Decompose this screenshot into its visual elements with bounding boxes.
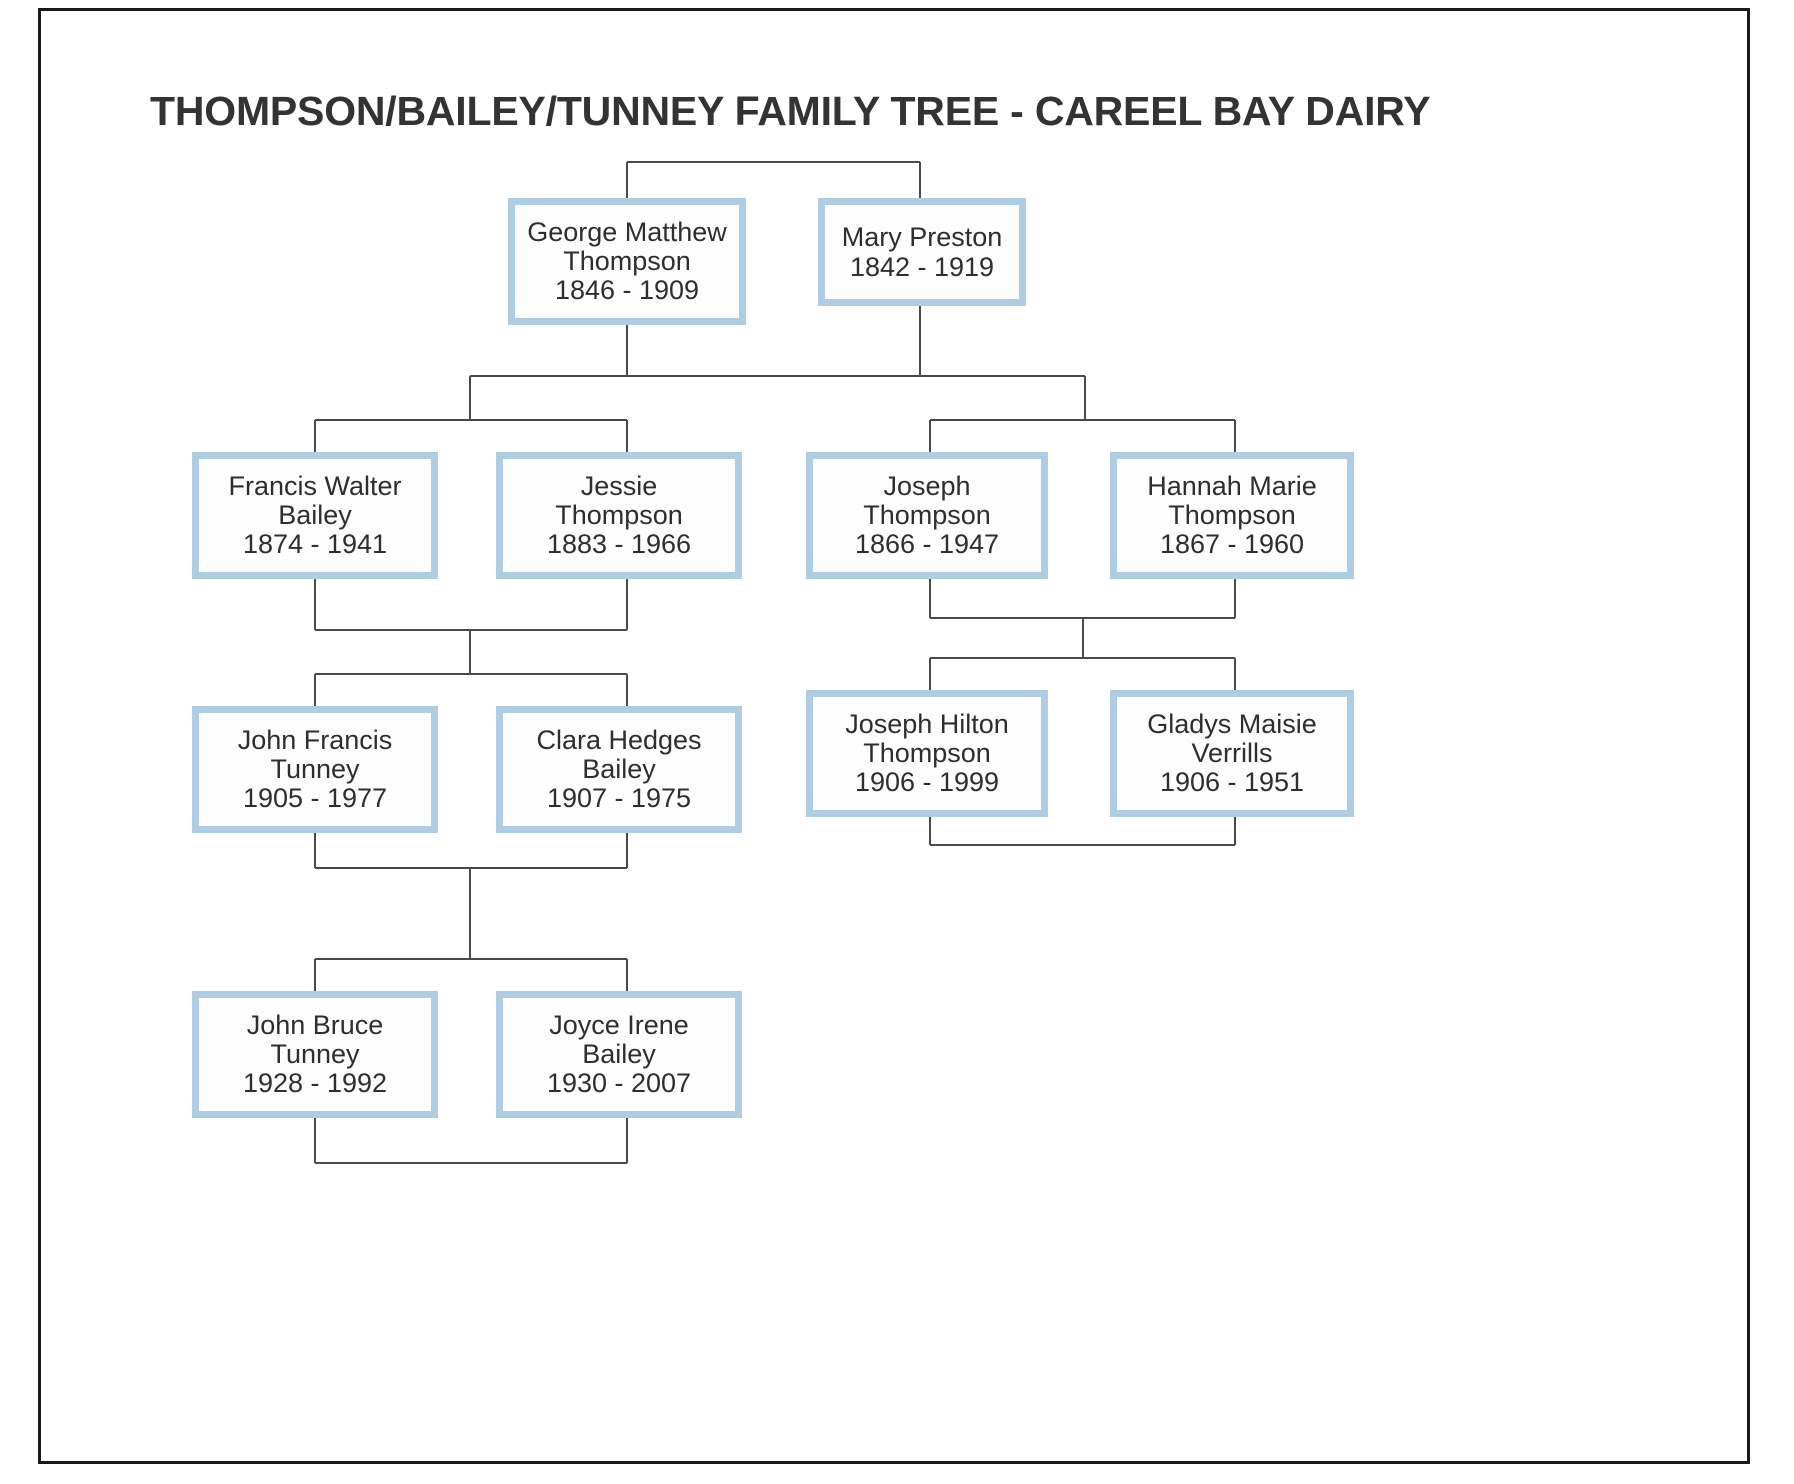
- person-dates: 1930 - 2007: [546, 1068, 692, 1099]
- person-dates: 1906 - 1999: [854, 767, 1000, 798]
- person-dates: 1846 - 1909: [554, 275, 700, 306]
- person-node-jessie-thompson[interactable]: Jessie Thompson 1883 - 1966: [496, 452, 742, 579]
- person-name-line: John Bruce: [246, 1010, 384, 1041]
- person-name-line: Jessie: [580, 471, 658, 502]
- person-name-line: Thompson: [863, 499, 991, 530]
- person-dates: 1905 - 1977: [242, 783, 388, 814]
- page-title: THOMPSON/BAILEY/TUNNEY FAMILY TREE - CAR…: [150, 88, 1431, 134]
- person-name-line: Tunney: [270, 753, 360, 784]
- person-name-line: Thompson: [563, 245, 691, 276]
- person-node-francis-walter-bailey[interactable]: Francis Walter Bailey 1874 - 1941: [192, 452, 438, 579]
- person-dates: 1842 - 1919: [849, 251, 995, 282]
- person-node-joseph-thompson[interactable]: Joseph Thompson 1866 - 1947: [806, 452, 1048, 579]
- person-node-joseph-hilton-thompson[interactable]: Joseph Hilton Thompson 1906 - 1999: [806, 690, 1048, 817]
- person-name-line: Thompson: [863, 737, 991, 768]
- person-name-line: Thompson: [555, 499, 683, 530]
- person-dates: 1883 - 1966: [546, 529, 692, 560]
- person-name-line: Verrills: [1191, 737, 1273, 768]
- person-name-line: Clara Hedges: [536, 725, 702, 756]
- person-name-line: Hannah Marie: [1147, 471, 1317, 502]
- person-node-john-bruce-tunney[interactable]: John Bruce Tunney 1928 - 1992: [192, 991, 438, 1118]
- person-dates: 1867 - 1960: [1159, 529, 1305, 560]
- person-dates: 1906 - 1951: [1159, 767, 1305, 798]
- person-node-gladys-maisie-verrills[interactable]: Gladys Maisie Verrills 1906 - 1951: [1110, 690, 1354, 817]
- person-name-line: Thompson: [1168, 499, 1296, 530]
- person-node-george-matthew-thompson[interactable]: George Matthew Thompson 1846 - 1909: [508, 198, 746, 325]
- person-name-line: Bailey: [582, 753, 656, 784]
- person-name-line: Gladys Maisie: [1147, 709, 1317, 740]
- person-node-joyce-irene-bailey[interactable]: Joyce Irene Bailey 1930 - 2007: [496, 991, 742, 1118]
- person-name-line: Joyce Irene: [549, 1010, 689, 1041]
- person-node-mary-preston[interactable]: Mary Preston 1842 - 1919: [818, 198, 1026, 306]
- person-dates: 1874 - 1941: [242, 529, 388, 560]
- person-name-line: Joseph Hilton: [845, 709, 1009, 740]
- person-dates: 1866 - 1947: [854, 529, 1000, 560]
- person-name-line: George Matthew: [527, 217, 727, 248]
- person-name-line: Francis Walter: [228, 471, 402, 502]
- person-name-line: Bailey: [582, 1038, 656, 1069]
- person-node-hannah-marie-thompson[interactable]: Hannah Marie Thompson 1867 - 1960: [1110, 452, 1354, 579]
- person-name-line: John Francis: [237, 725, 393, 756]
- person-name-line: Joseph: [883, 471, 971, 502]
- person-node-clara-hedges-bailey[interactable]: Clara Hedges Bailey 1907 - 1975: [496, 706, 742, 833]
- person-name-line: Mary Preston: [841, 221, 1003, 252]
- person-dates: 1928 - 1992: [242, 1068, 388, 1099]
- person-node-john-francis-tunney[interactable]: John Francis Tunney 1905 - 1977: [192, 706, 438, 833]
- person-name-line: Tunney: [270, 1038, 360, 1069]
- person-dates: 1907 - 1975: [546, 783, 692, 814]
- person-name-line: Bailey: [278, 499, 352, 530]
